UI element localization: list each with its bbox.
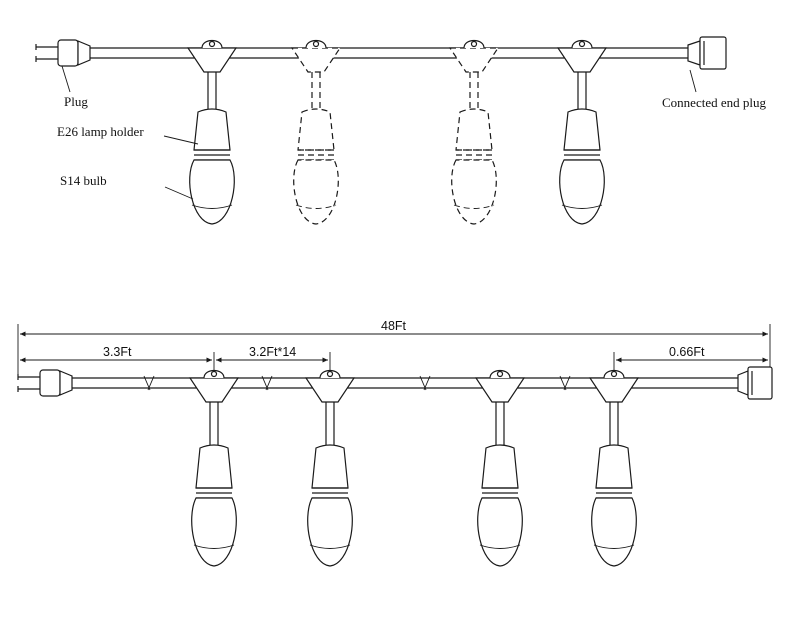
- dim-total-label: 48Ft: [381, 319, 407, 333]
- plug-label: Plug: [64, 94, 88, 109]
- bottom-diagram: 48Ft 3.3Ft 3.2Ft*14 0.66Ft: [17, 319, 773, 567]
- dim-spacing-label: 3.2Ft*14: [249, 345, 296, 359]
- dim-lead-label: 3.3Ft: [103, 345, 132, 359]
- top-socket-2: [290, 39, 342, 225]
- end-plug-label: Connected end plug: [662, 95, 766, 110]
- top-diagram: Plug E26 lamp holder S14 bulb Connected …: [35, 36, 766, 225]
- bulb-leader-line: [164, 186, 194, 200]
- top-plug-icon: [35, 39, 91, 67]
- bottom-socket-4: [588, 369, 640, 567]
- bottom-plug-icon: [17, 369, 73, 397]
- lamp-holder-label: E26 lamp holder: [57, 124, 144, 139]
- bottom-socket-2: [304, 369, 356, 567]
- bottom-socket-1: [188, 369, 240, 567]
- end-plug-leader-line: [689, 69, 697, 93]
- plug-leader-line: [61, 65, 71, 93]
- top-socket-1: [186, 39, 238, 225]
- dim-tail-label: 0.66Ft: [669, 345, 705, 359]
- bulb-label: S14 bulb: [60, 173, 107, 188]
- top-socket-4: [556, 39, 608, 225]
- lamp-holder-leader-line: [163, 135, 199, 145]
- top-end-plug-icon: [687, 36, 727, 70]
- bottom-socket-3: [474, 369, 526, 567]
- bottom-cable: [70, 375, 740, 391]
- bottom-end-plug-icon: [737, 366, 773, 400]
- top-socket-3: [448, 39, 500, 225]
